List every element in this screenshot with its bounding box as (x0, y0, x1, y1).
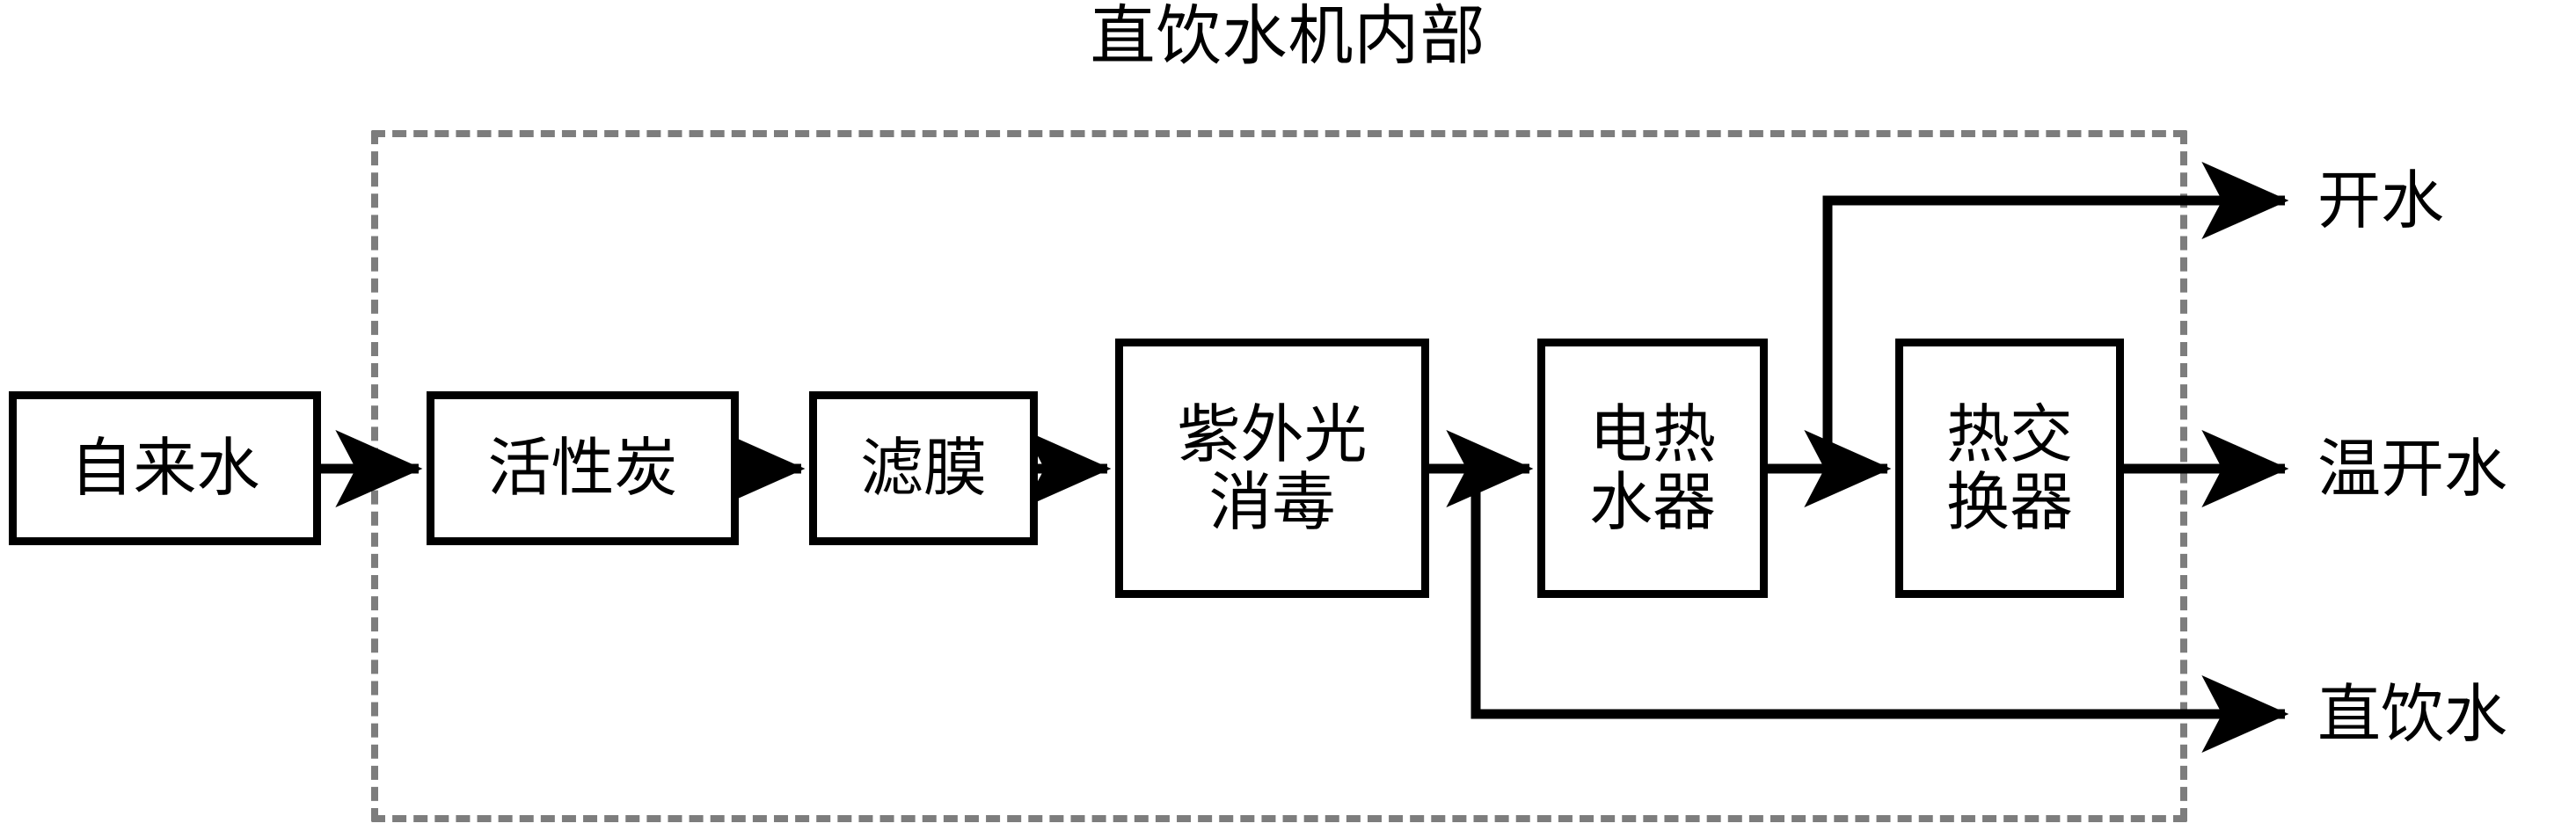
node-activated-carbon[interactable]: 活性炭 (427, 391, 739, 545)
output-label-boiling-water: 开水 (2317, 169, 2444, 232)
node-label: 热交 换器 (1945, 397, 2073, 539)
node-label: 自来水 (69, 431, 260, 506)
node-water-heater[interactable]: 电热 水器 (1537, 339, 1768, 598)
node-label: 滤膜 (859, 431, 987, 506)
output-text: 温开水 (2317, 432, 2508, 506)
node-label: 紫外光 消毒 (1177, 397, 1368, 539)
node-tap-water[interactable]: 自来水 (9, 391, 321, 545)
page-title: 直饮水机内部 (1090, 0, 1486, 74)
node-uv-disinfection[interactable]: 紫外光 消毒 (1115, 339, 1429, 598)
output-text: 直饮水 (2317, 677, 2508, 751)
output-label-direct-drink-water: 直饮水 (2317, 682, 2507, 746)
node-label: 电热 水器 (1588, 397, 1716, 539)
node-filter-membrane[interactable]: 滤膜 (809, 391, 1038, 545)
node-heat-exchanger[interactable]: 热交 换器 (1895, 339, 2124, 598)
output-label-warm-boiled-water: 温开水 (2317, 437, 2507, 500)
output-text: 开水 (2317, 164, 2445, 237)
node-label: 活性炭 (487, 431, 678, 506)
